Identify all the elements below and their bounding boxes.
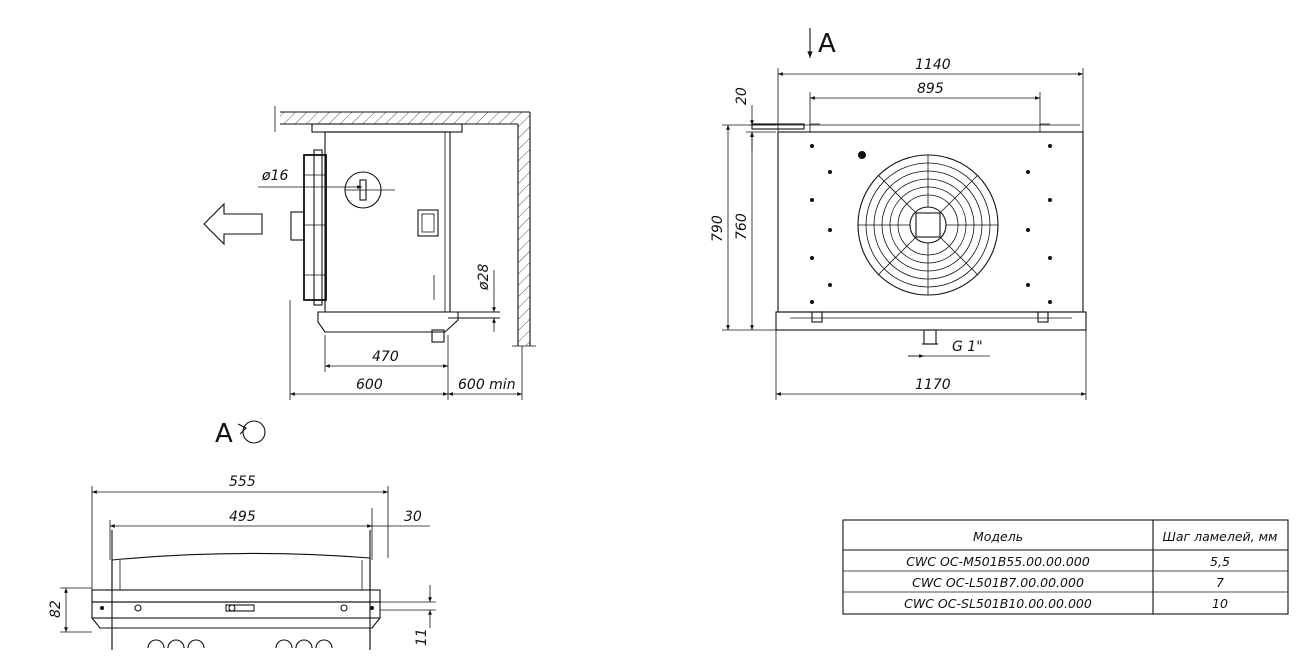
dim-1170: 1170 <box>915 377 951 393</box>
dim-20: 20 <box>734 87 750 105</box>
dim-d28: ø28 <box>476 264 492 291</box>
table-cell-fin-pitch: 7 <box>1216 575 1224 590</box>
dim-790: 790 <box>710 215 726 242</box>
dim-30: 30 <box>404 509 422 525</box>
dim-760: 760 <box>734 213 750 240</box>
table-header-fin-pitch: Шаг ламелей, мм <box>1163 529 1278 544</box>
dim-470: 470 <box>372 349 399 365</box>
bottom-view-label: A <box>215 419 233 449</box>
dim-600-min: 600 min <box>458 377 516 393</box>
rotation-icon <box>237 420 266 444</box>
table-cell-fin-pitch: 5,5 <box>1210 554 1230 569</box>
mounting-holes <box>810 144 1052 304</box>
front-view-label: A <box>818 29 836 59</box>
front-view: A <box>710 28 1087 400</box>
dim-d16: ø16 <box>261 168 288 184</box>
spec-table: Модель Шаг ламелей, мм CWC OC-M501B55.00… <box>842 519 1289 615</box>
unit-side-body <box>290 123 500 343</box>
dim-1140: 1140 <box>915 57 951 73</box>
table-cell-fin-pitch: 10 <box>1212 596 1228 611</box>
dim-g1-thread: G 1" <box>952 339 983 355</box>
dim-895: 895 <box>917 81 944 97</box>
table-header-model: Модель <box>973 529 1023 544</box>
fan-guard-icon <box>857 154 999 296</box>
table-cell-model: CWC OC-L501B7.00.00.000 <box>912 575 1084 590</box>
bottom-view: A <box>48 419 436 650</box>
airflow-arrow-icon <box>203 202 263 246</box>
table-cell-model: CWC OC-M501B55.00.00.000 <box>906 554 1090 569</box>
dim-495: 495 <box>229 509 256 525</box>
ceiling-wall <box>274 106 536 347</box>
dim-11: 11 <box>414 628 430 646</box>
side-view: ø16 ø28 470 600 600 min <box>203 106 536 400</box>
unit-bottom-body <box>91 530 381 650</box>
dim-600: 600 <box>356 377 383 393</box>
table-cell-model: CWC OC-SL501B10.00.00.000 <box>904 596 1092 611</box>
unit-front-body <box>777 131 1084 313</box>
dim-82: 82 <box>48 600 64 618</box>
dim-555: 555 <box>229 474 256 490</box>
